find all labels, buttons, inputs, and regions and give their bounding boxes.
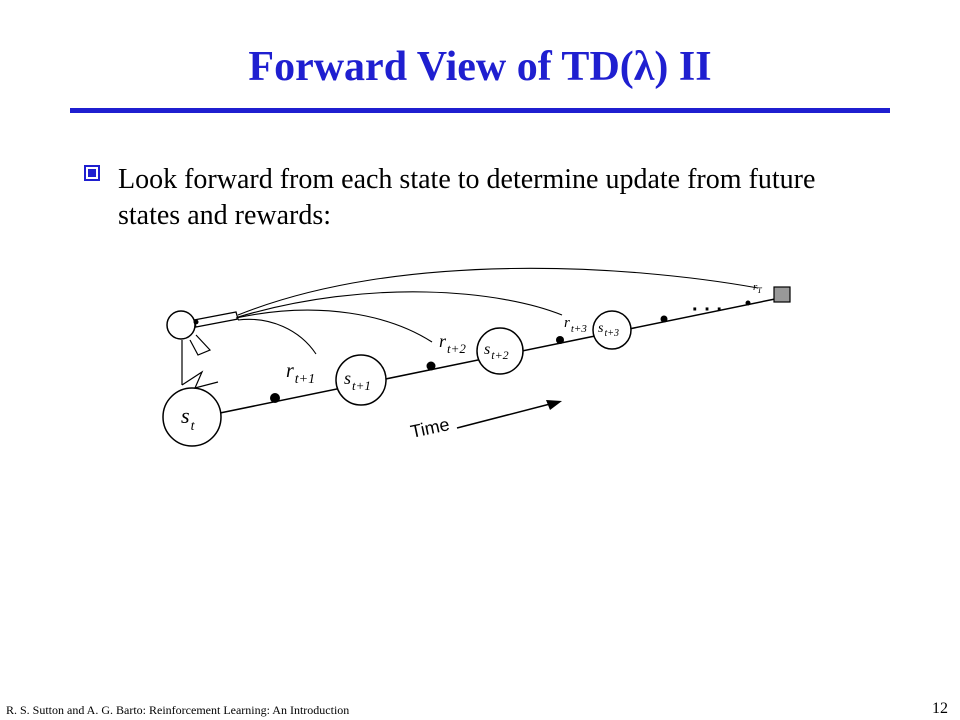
telescope-icon [193, 311, 239, 328]
state-1-node [335, 354, 387, 406]
sight-arc-2 [235, 309, 433, 343]
state-2-node [476, 327, 524, 375]
terminal-state-square [773, 286, 791, 303]
ellipsis: · · · [692, 299, 723, 321]
reward-1-label: rt+1 [286, 360, 315, 387]
bullet-icon [84, 165, 100, 181]
page-number: 12 [932, 700, 948, 717]
state-3-node [592, 310, 632, 350]
state-2-label: st+2 [484, 341, 509, 362]
state-t-node [162, 387, 222, 447]
state-1-label: st+1 [344, 368, 371, 393]
terminal-reward-dot [745, 300, 751, 306]
sight-arc-1 [237, 318, 317, 355]
state-3-label: st+3 [598, 321, 619, 339]
viewer-arm [189, 334, 212, 356]
reward-3-dot [556, 336, 564, 344]
footer-citation: R. S. Sutton and A. G. Barto: Reinforcem… [6, 703, 350, 717]
telescope-eye [193, 319, 199, 325]
reward-1-dot [270, 393, 280, 403]
reward-2-label: rt+2 [439, 331, 466, 356]
reward-3-label: rt+3 [564, 315, 587, 335]
sight-arc-3 [237, 291, 563, 318]
terminal-reward-label: rT [753, 281, 762, 295]
state-t-label: st [181, 403, 196, 434]
bullet-text: Look forward from each state to determin… [118, 164, 816, 231]
reward-2-dot [426, 361, 436, 371]
viewer-leg [181, 370, 219, 389]
sight-arc-terminal [237, 267, 759, 316]
time-label: Time [409, 414, 452, 442]
time-arrow-line [456, 403, 551, 429]
title-divider [70, 108, 890, 113]
forward-view-diagram: st rt+1 st+1 rt+2 st+2 rt+3 st+3 · · · [162, 267, 791, 447]
future-dot [660, 315, 668, 323]
time-arrow-head [546, 400, 562, 410]
viewer-head [166, 310, 196, 340]
slide-title: Forward View of TD(λ) II [248, 44, 712, 90]
